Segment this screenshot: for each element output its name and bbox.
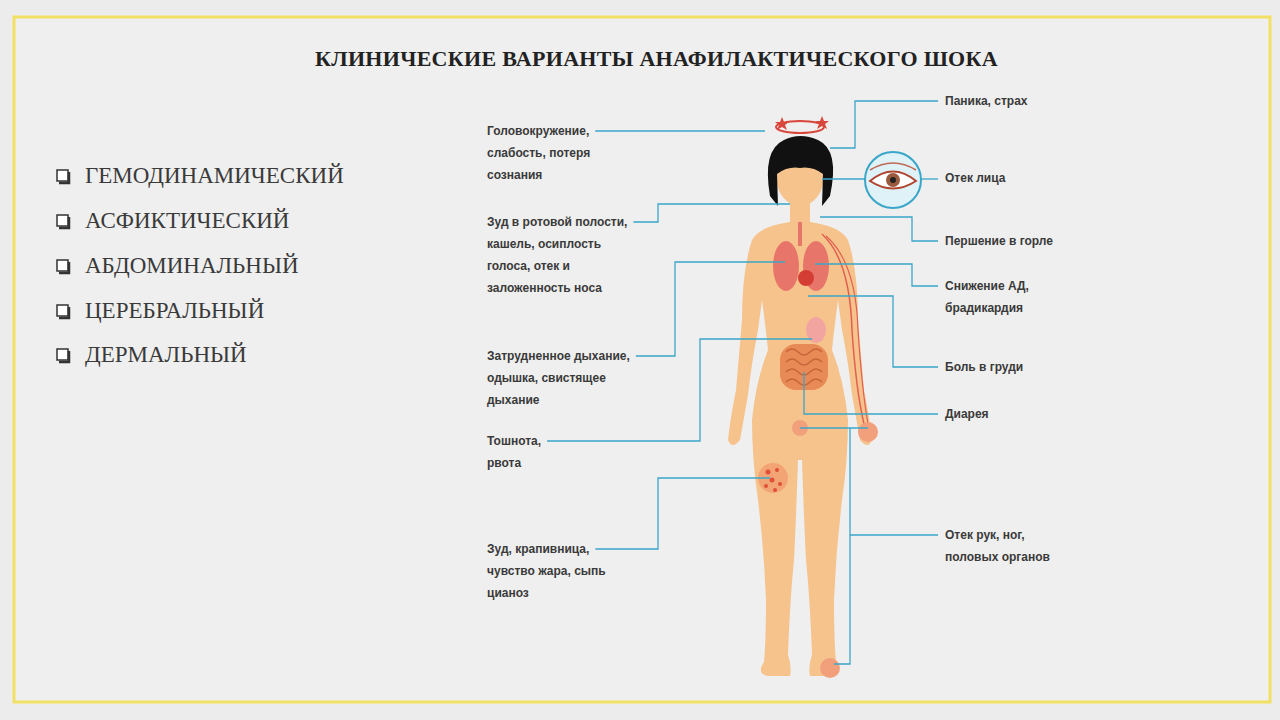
skin-lesions xyxy=(758,420,878,678)
hair xyxy=(768,136,833,206)
symptom-callout: Отек рук, ног, половых органов xyxy=(945,524,1070,568)
eye-inset xyxy=(865,152,921,208)
variant-item: АСФИКТИЧЕСКИЙ xyxy=(85,208,289,234)
symptom-callout: Паника, страх xyxy=(945,90,1095,112)
variant-item: АБДОМИНАЛЬНЫЙ xyxy=(85,253,299,279)
symptom-callout: Головокружение, слабость, потеря сознани… xyxy=(487,120,622,186)
variant-item: ГЕМОДИНАМИЧЕСКИЙ xyxy=(85,163,344,189)
symptom-callout: Зуд в ротовой полости, кашель, осиплость… xyxy=(487,211,632,299)
variant-item: ЦЕРЕБРАЛЬНЫЙ xyxy=(85,298,264,324)
symptom-callout: Боль в груди xyxy=(945,356,1095,378)
list-checkboxes xyxy=(57,170,69,362)
symptom-callout: Першение в горле xyxy=(945,230,1105,252)
symptom-callout: Снижение АД, брадикардия xyxy=(945,275,1055,319)
symptom-callout: Тошнота, рвота xyxy=(487,430,577,474)
variant-item: ДЕРМАЛЬНЫЙ xyxy=(85,342,247,368)
body-silhouette xyxy=(728,200,872,676)
dizzy-stars xyxy=(775,116,829,133)
symptom-callout: Зуд, крапивница, чувство жара, сыпь циан… xyxy=(487,538,627,604)
symptom-callout: Затрудненное дыхание, одышка, свистящее … xyxy=(487,345,639,411)
slide-title: КЛИНИЧЕСКИЕ ВАРИАНТЫ АНАФИЛАКТИЧЕСКОГО Ш… xyxy=(315,46,998,72)
slide-frame xyxy=(14,17,1270,702)
symptom-callout: Отек лица xyxy=(945,167,1095,189)
symptom-callout: Диарея xyxy=(945,403,1095,425)
organs xyxy=(773,222,868,424)
